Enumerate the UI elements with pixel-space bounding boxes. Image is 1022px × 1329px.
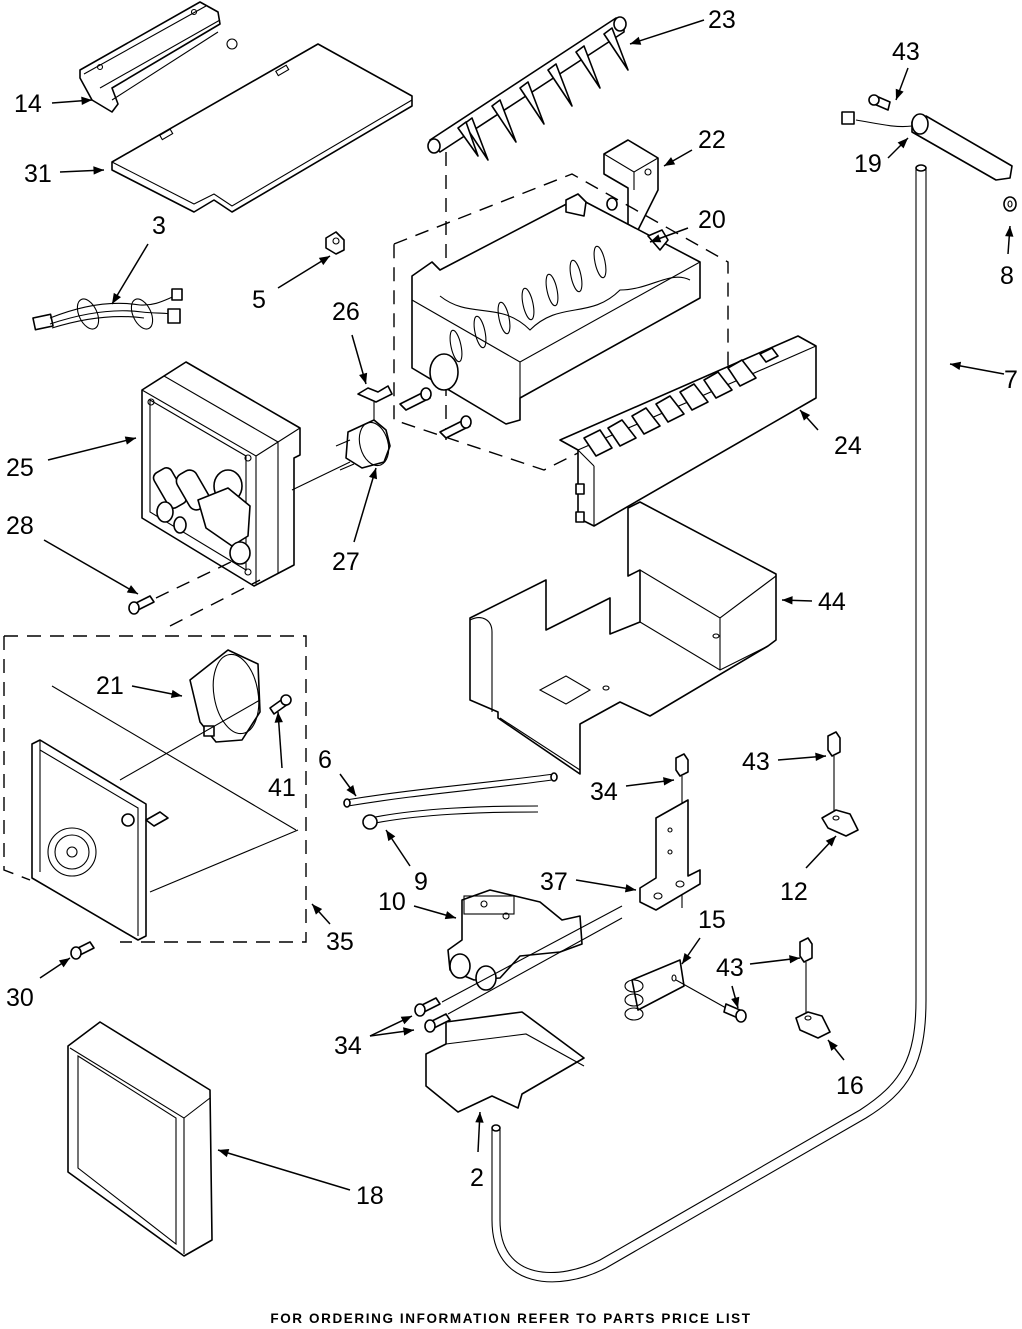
part-43-screw-12 xyxy=(828,732,840,816)
callout-37: 37 xyxy=(540,868,568,896)
part-31-cover xyxy=(112,44,412,212)
callout-5: 5 xyxy=(252,286,266,314)
part-27-thermostat xyxy=(336,419,393,470)
callout-8: 8 xyxy=(1000,262,1014,290)
part-14-shutter-bracket xyxy=(80,2,237,112)
part-25-housing xyxy=(142,362,350,586)
callout-28: 28 xyxy=(6,512,34,540)
part-43-screw-16 xyxy=(800,938,812,1016)
part-9-tube xyxy=(363,806,538,829)
part-24-stripper xyxy=(560,336,816,526)
callout-27: 27 xyxy=(332,548,360,576)
callout-30: 30 xyxy=(6,984,34,1012)
callout-25: 25 xyxy=(6,454,34,482)
callout-24: 24 xyxy=(834,432,862,460)
callout-20: 20 xyxy=(698,206,726,234)
callout-34-upper: 34 xyxy=(590,778,618,806)
callout-31: 31 xyxy=(24,160,52,188)
part-41-screw xyxy=(270,695,291,714)
callout-6: 6 xyxy=(318,746,332,774)
part-12-clamp xyxy=(822,810,858,836)
part-15-clip xyxy=(625,960,726,1020)
ordering-info-note: FOR ORDERING INFORMATION REFER TO PARTS … xyxy=(0,1311,1022,1326)
part-8-washer xyxy=(1004,197,1016,211)
callout-21: 21 xyxy=(96,672,124,700)
part-2-shield xyxy=(426,1012,584,1112)
callout-26: 26 xyxy=(332,298,360,326)
callout-41: 41 xyxy=(268,774,296,802)
part-18-front-cover xyxy=(68,1022,212,1256)
callout-43-low: 43 xyxy=(716,954,744,982)
part-6-tube xyxy=(344,773,557,807)
part-37-bracket xyxy=(640,800,700,910)
part-44-bracket xyxy=(470,502,776,774)
callout-34-lower: 34 xyxy=(334,1032,362,1060)
callout-18: 18 xyxy=(356,1182,384,1210)
callout-35: 35 xyxy=(326,928,354,956)
part-23-ejector xyxy=(428,17,628,160)
callout-16: 16 xyxy=(836,1072,864,1100)
callout-7: 7 xyxy=(1004,366,1018,394)
callout-19: 19 xyxy=(854,150,882,178)
callout-43-mid: 43 xyxy=(742,748,770,776)
callout-23: 23 xyxy=(708,6,736,34)
part-30-screw xyxy=(71,942,94,959)
callout-44: 44 xyxy=(818,588,846,616)
part-43-screw-15 xyxy=(724,1004,746,1022)
part-10-water-valve xyxy=(448,890,582,990)
part-28-screw xyxy=(129,596,154,614)
part-21-motor xyxy=(190,650,265,742)
part-16-clamp xyxy=(796,1012,830,1038)
callout-12: 12 xyxy=(780,878,808,906)
part-35-control-module xyxy=(32,740,168,940)
part-5-clip xyxy=(326,232,344,254)
part-43-screw-19 xyxy=(869,95,890,110)
callout-43-top: 43 xyxy=(892,38,920,66)
callout-14: 14 xyxy=(14,90,42,118)
callout-10: 10 xyxy=(378,888,406,916)
callout-15: 15 xyxy=(698,906,726,934)
callout-22: 22 xyxy=(698,126,726,154)
callout-9: 9 xyxy=(414,868,428,896)
part-3-wire-harness xyxy=(33,289,182,332)
callout-2: 2 xyxy=(470,1164,484,1192)
callout-3: 3 xyxy=(152,212,166,240)
part-34-screws xyxy=(415,998,450,1032)
